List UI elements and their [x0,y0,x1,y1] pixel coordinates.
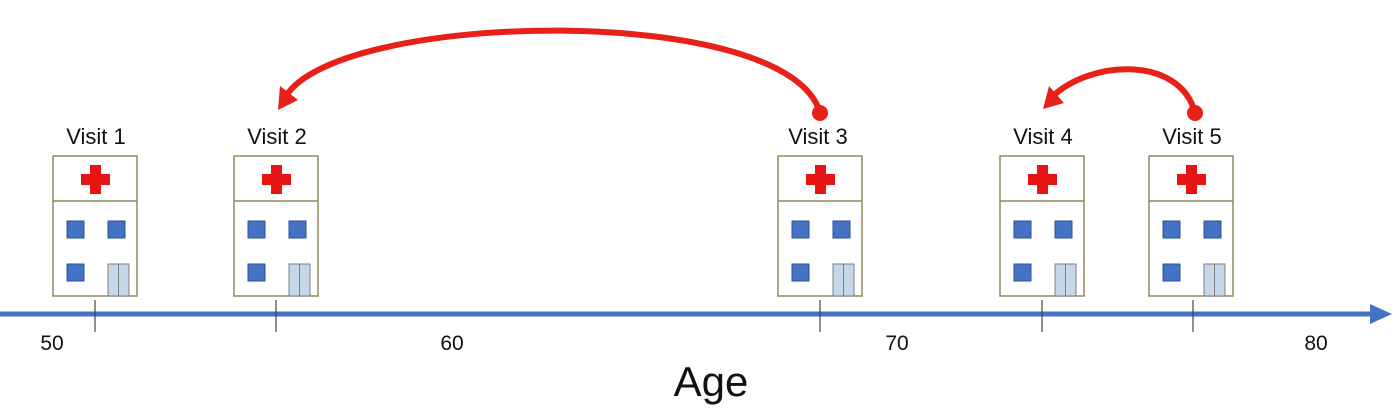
arrow-curve [1049,66,1198,116]
visit-5-label: Visit 5 [1162,124,1222,149]
age-axis-arrowhead [1370,304,1392,324]
window-icon [1162,220,1181,239]
red-cross-icon [262,174,291,185]
window-icon [1013,220,1032,239]
red-cross-icon [1177,174,1206,185]
arrow-start-dot [812,105,828,121]
visit-4-hospital-icon [999,155,1085,297]
visit-3-hospital-icon [777,155,863,297]
arrow-visit3-to-visit2 [278,27,828,121]
window-icon [791,220,810,239]
axis-title: Age [674,358,749,405]
window-icon [247,220,266,239]
visit-5: Visit 5 [1148,124,1234,332]
visit-2-hospital-icon [233,155,319,297]
red-cross-icon [806,174,835,185]
window-icon [247,263,266,282]
visit-5-hospital-icon [1148,155,1234,297]
visit-4-label: Visit 4 [1013,124,1073,149]
window-icon [1013,263,1032,282]
visit-3: Visit 3 [777,124,863,332]
red-cross-icon [81,174,110,185]
arrowhead-icon [1043,86,1064,109]
tick-label-60: 60 [440,332,463,355]
window-icon [1203,220,1222,239]
window-icon [1054,220,1073,239]
visit-2-label: Visit 2 [247,124,307,149]
arrow-start-dot [1187,105,1203,121]
arrow-visit5-to-visit4 [1043,66,1203,121]
window-icon [1162,263,1181,282]
visit-2: Visit 2 [233,124,319,332]
red-cross-icon [1028,174,1057,185]
tick-label-80: 80 [1304,332,1327,355]
arrow-curve [283,27,823,116]
tick-label-70: 70 [885,332,908,355]
window-icon [288,220,307,239]
window-icon [791,263,810,282]
visit-3-label: Visit 3 [788,124,848,149]
visit-4: Visit 4 [999,124,1085,332]
window-icon [66,220,85,239]
visit-1: Visit 1 [52,124,138,332]
tick-label-50: 50 [40,332,63,355]
arrowhead-icon [278,86,298,110]
visit-1-label: Visit 1 [66,124,126,149]
visit-1-hospital-icon [52,155,138,297]
window-icon [66,263,85,282]
window-icon [832,220,851,239]
window-icon [107,220,126,239]
